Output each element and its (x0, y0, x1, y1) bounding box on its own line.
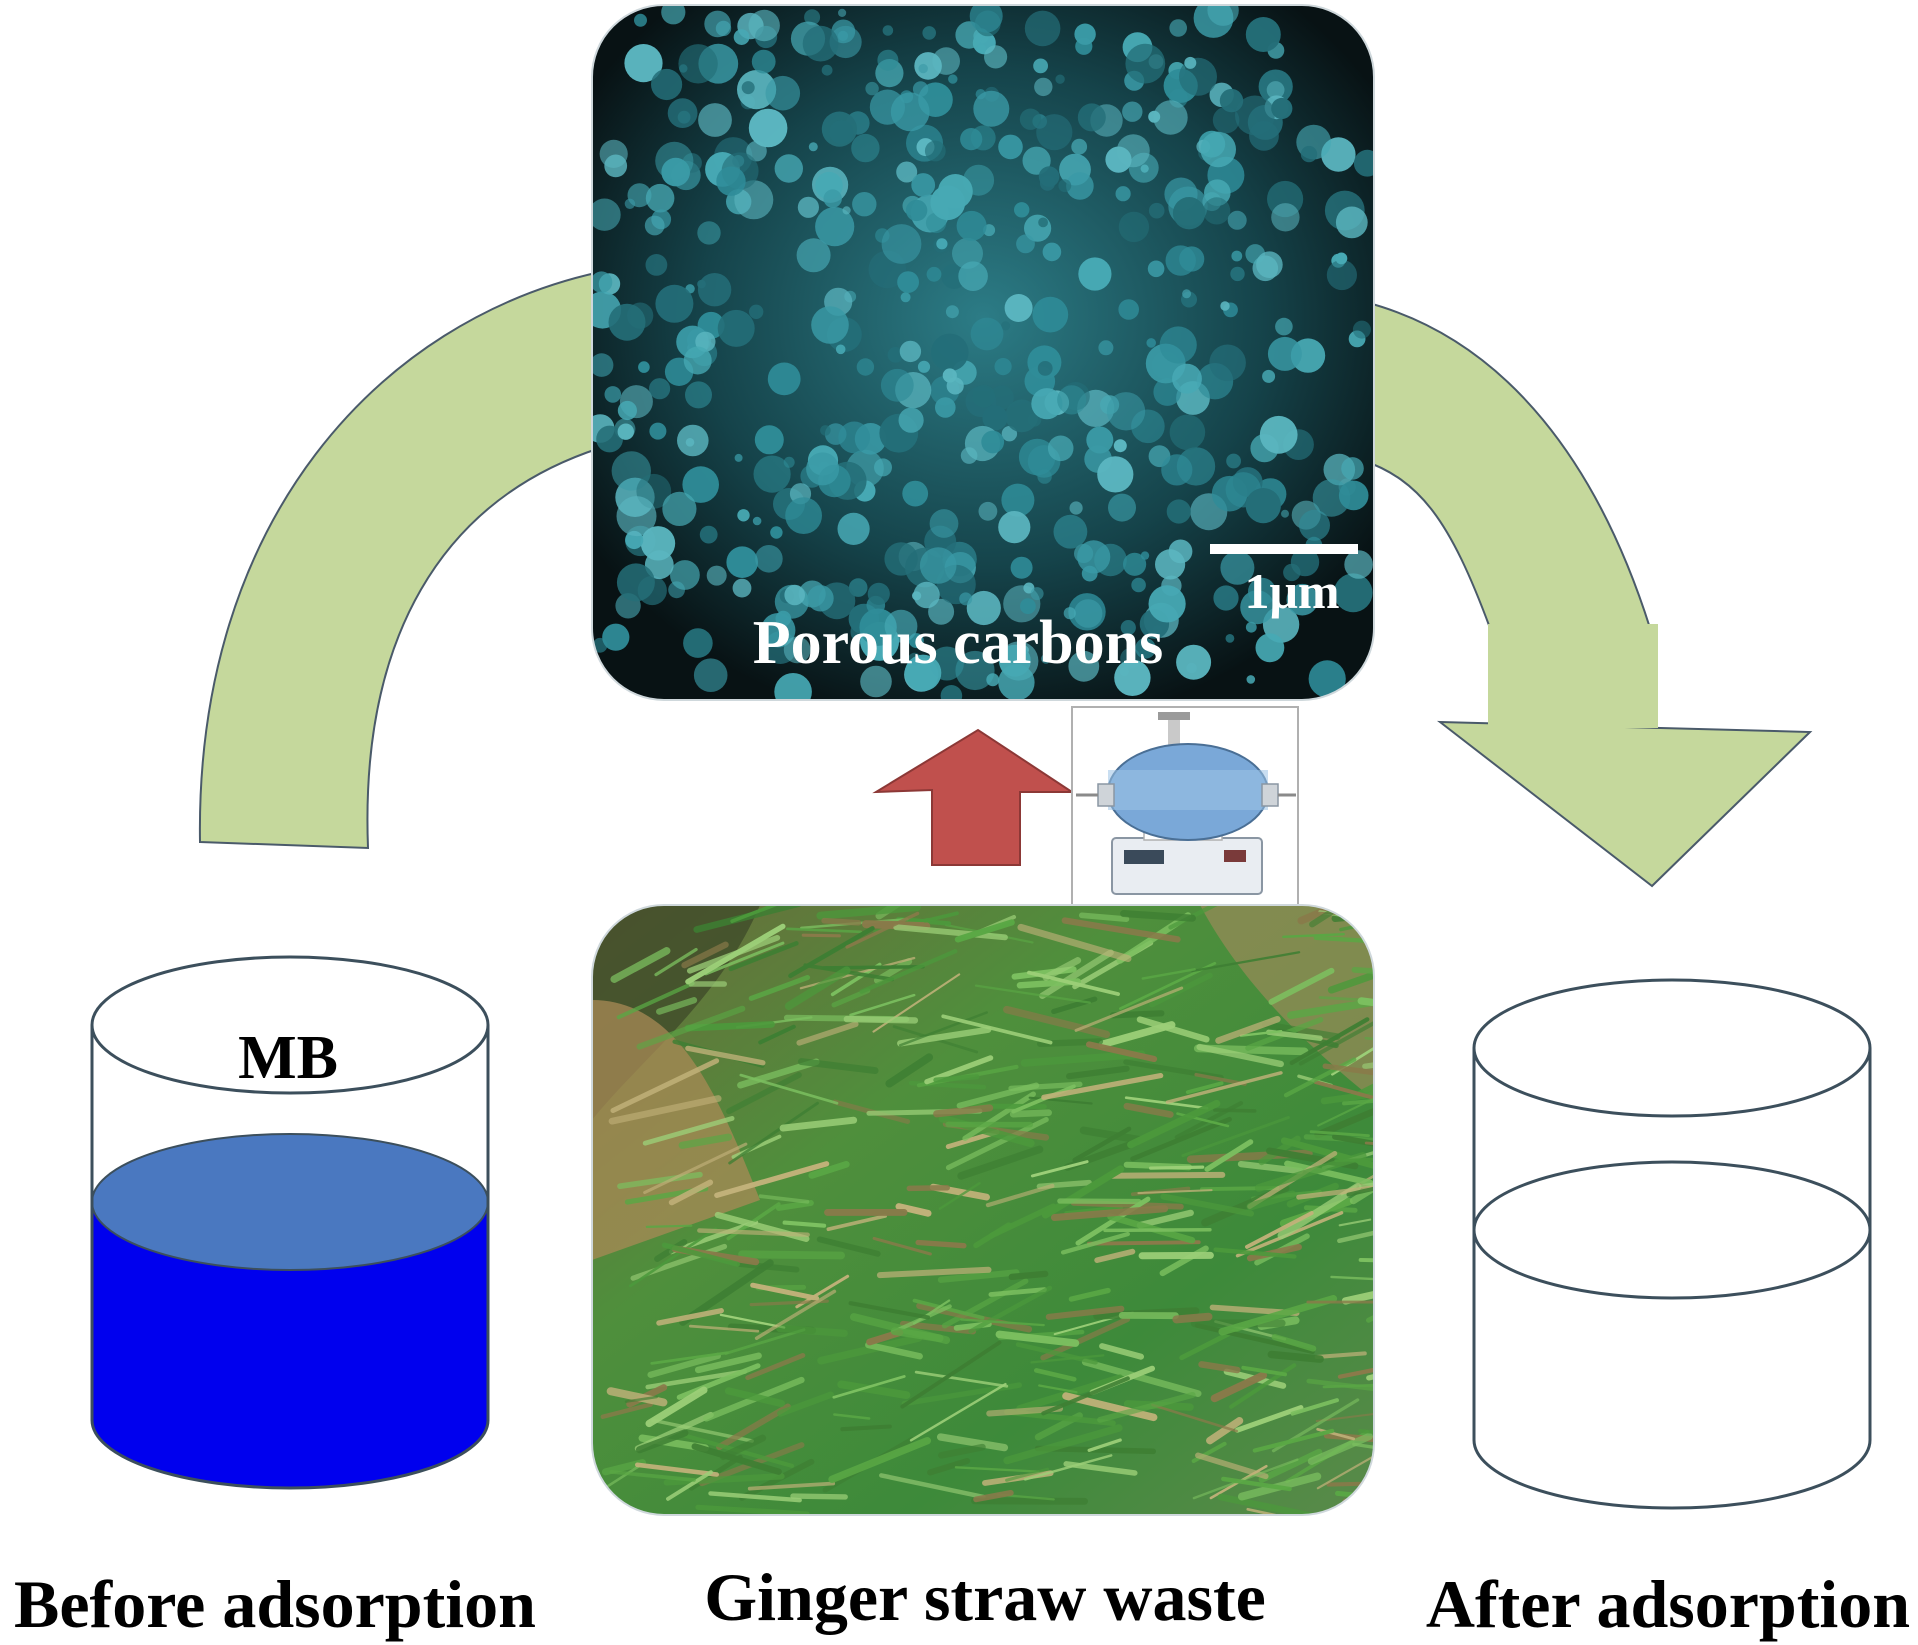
sem-image-panel (592, 5, 1374, 700)
up-arrow (872, 728, 1076, 866)
mb-solution-surface (91, 1133, 489, 1271)
caption-before-adsorption: Before adsorption (14, 1566, 536, 1642)
grass-blades (600, 905, 1374, 1515)
clear-solution-surface (1472, 1160, 1872, 1300)
sem-particles (592, 5, 1374, 700)
caption-after-adsorption: After adsorption (1426, 1566, 1910, 1642)
beaker-before (90, 955, 490, 1490)
caption-ginger-straw-waste: Ginger straw waste (704, 1559, 1266, 1635)
scale-bar (1210, 544, 1358, 554)
beaker-after (1472, 978, 1872, 1510)
right-curved-arrow (1360, 300, 1652, 629)
right-arrow-head (1436, 720, 1813, 888)
ginger-straw-photo (592, 905, 1374, 1515)
sem-image-label: Porous carbons (753, 609, 1164, 677)
beaker-label-mb: MB (238, 1024, 338, 1092)
left-curved-arrow (198, 270, 601, 850)
scale-bar-label: 1μm (1245, 563, 1340, 619)
tube-furnace-icon (1071, 706, 1299, 908)
